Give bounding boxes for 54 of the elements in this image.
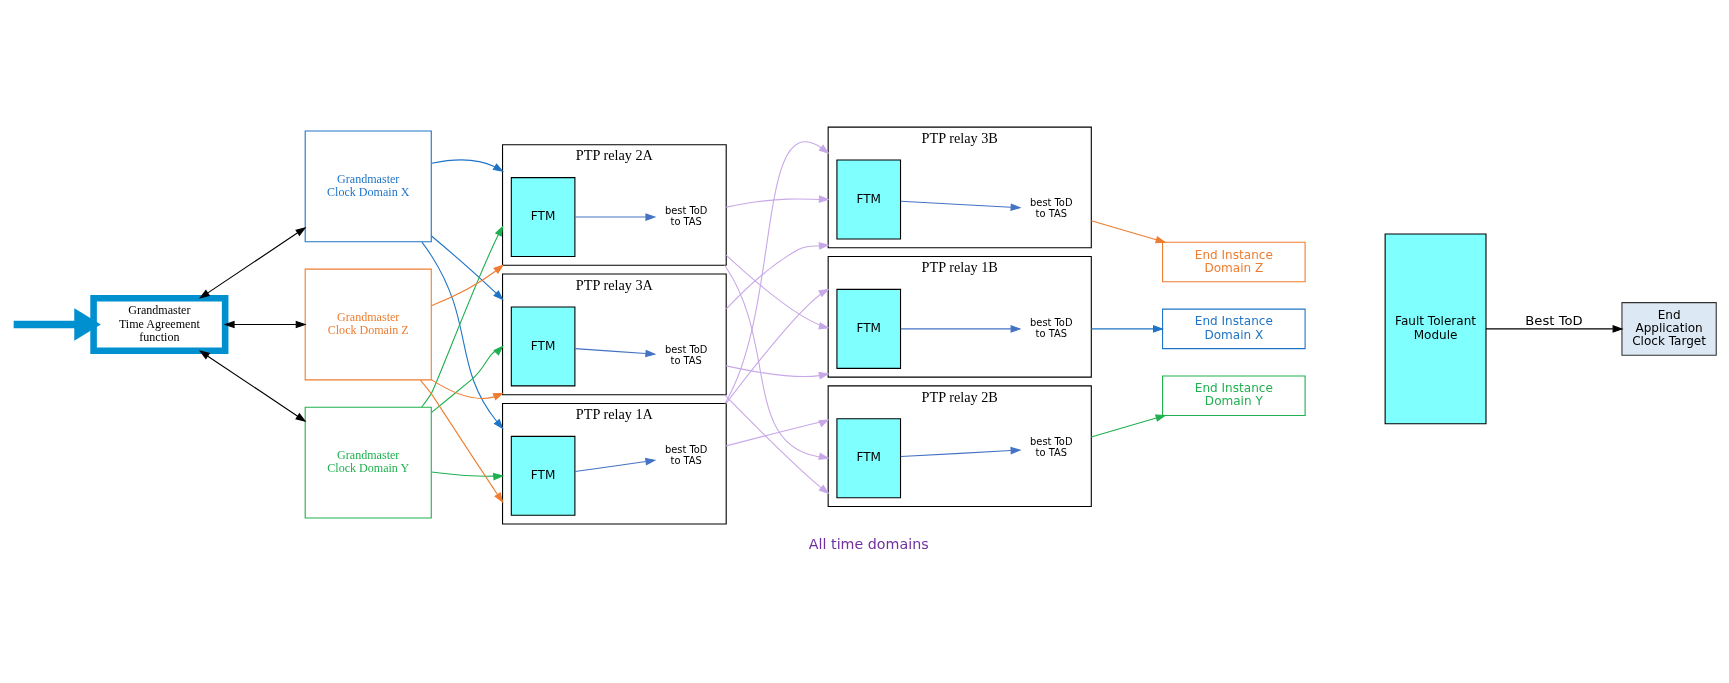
arrow: [725, 195, 830, 208]
arrow: [725, 254, 830, 330]
arrow: [574, 348, 657, 358]
node-text: best ToD to TAS: [664, 204, 708, 227]
arrow: [430, 379, 505, 401]
arrow: [430, 471, 505, 481]
arrow: [574, 457, 657, 473]
node-box: FTM: [836, 418, 902, 499]
node-box: Grandmaster Clock Domain Z: [304, 268, 432, 381]
arrow: [223, 320, 307, 329]
node-text: best ToD to TAS: [1030, 316, 1073, 339]
arrow: [421, 241, 504, 430]
node-text: best ToD to TAS: [664, 444, 708, 466]
node-box: End Instance Domain Z: [1162, 241, 1306, 283]
label: All time domains: [808, 535, 929, 552]
arrow: [724, 264, 830, 460]
node-box: FTM: [510, 177, 576, 258]
arrow: [198, 226, 307, 299]
arrow: [725, 288, 830, 404]
arrow: [724, 141, 830, 404]
node-box: FTM: [836, 159, 902, 240]
arrow: [900, 200, 1022, 212]
arrow: [574, 213, 657, 221]
node-text: best ToD to TAS: [1030, 436, 1073, 459]
arrow: [1090, 220, 1167, 244]
arrow: [1485, 325, 1624, 333]
node-box: End Instance Domain Y: [1162, 375, 1306, 417]
arrow: [419, 379, 504, 504]
node-box: End Application Clock Target: [1621, 302, 1717, 356]
arrow: [723, 394, 830, 495]
arrow: [1090, 414, 1167, 438]
arrow: [900, 325, 1022, 333]
node-box: Grandmaster Clock Domain X: [304, 130, 432, 243]
node-box: Grandmaster Time Agreement function: [90, 294, 229, 355]
arrow: [421, 225, 504, 408]
arrow: [430, 235, 504, 301]
arrow: [725, 365, 830, 380]
node-text: best ToD to TAS: [664, 344, 708, 367]
arrow: [431, 159, 504, 173]
arrow: [430, 345, 504, 414]
node-box: FTM: [510, 435, 576, 516]
node-box: Grandmaster Clock Domain Y: [304, 406, 432, 519]
node-box: End Instance Domain X: [1162, 308, 1306, 350]
arrow: [725, 419, 830, 447]
node-text: best ToD to TAS: [1030, 197, 1073, 220]
arrow: [198, 350, 307, 423]
edge-label: Best ToD: [1525, 313, 1583, 329]
node-box: FTM: [836, 288, 902, 369]
arrow: [725, 242, 830, 310]
arrow: [1090, 325, 1164, 333]
arrow: [900, 446, 1022, 458]
node-box: FTM: [510, 306, 576, 387]
node-box: Fault Tolerant Module: [1384, 233, 1487, 425]
arrow: [430, 264, 505, 307]
